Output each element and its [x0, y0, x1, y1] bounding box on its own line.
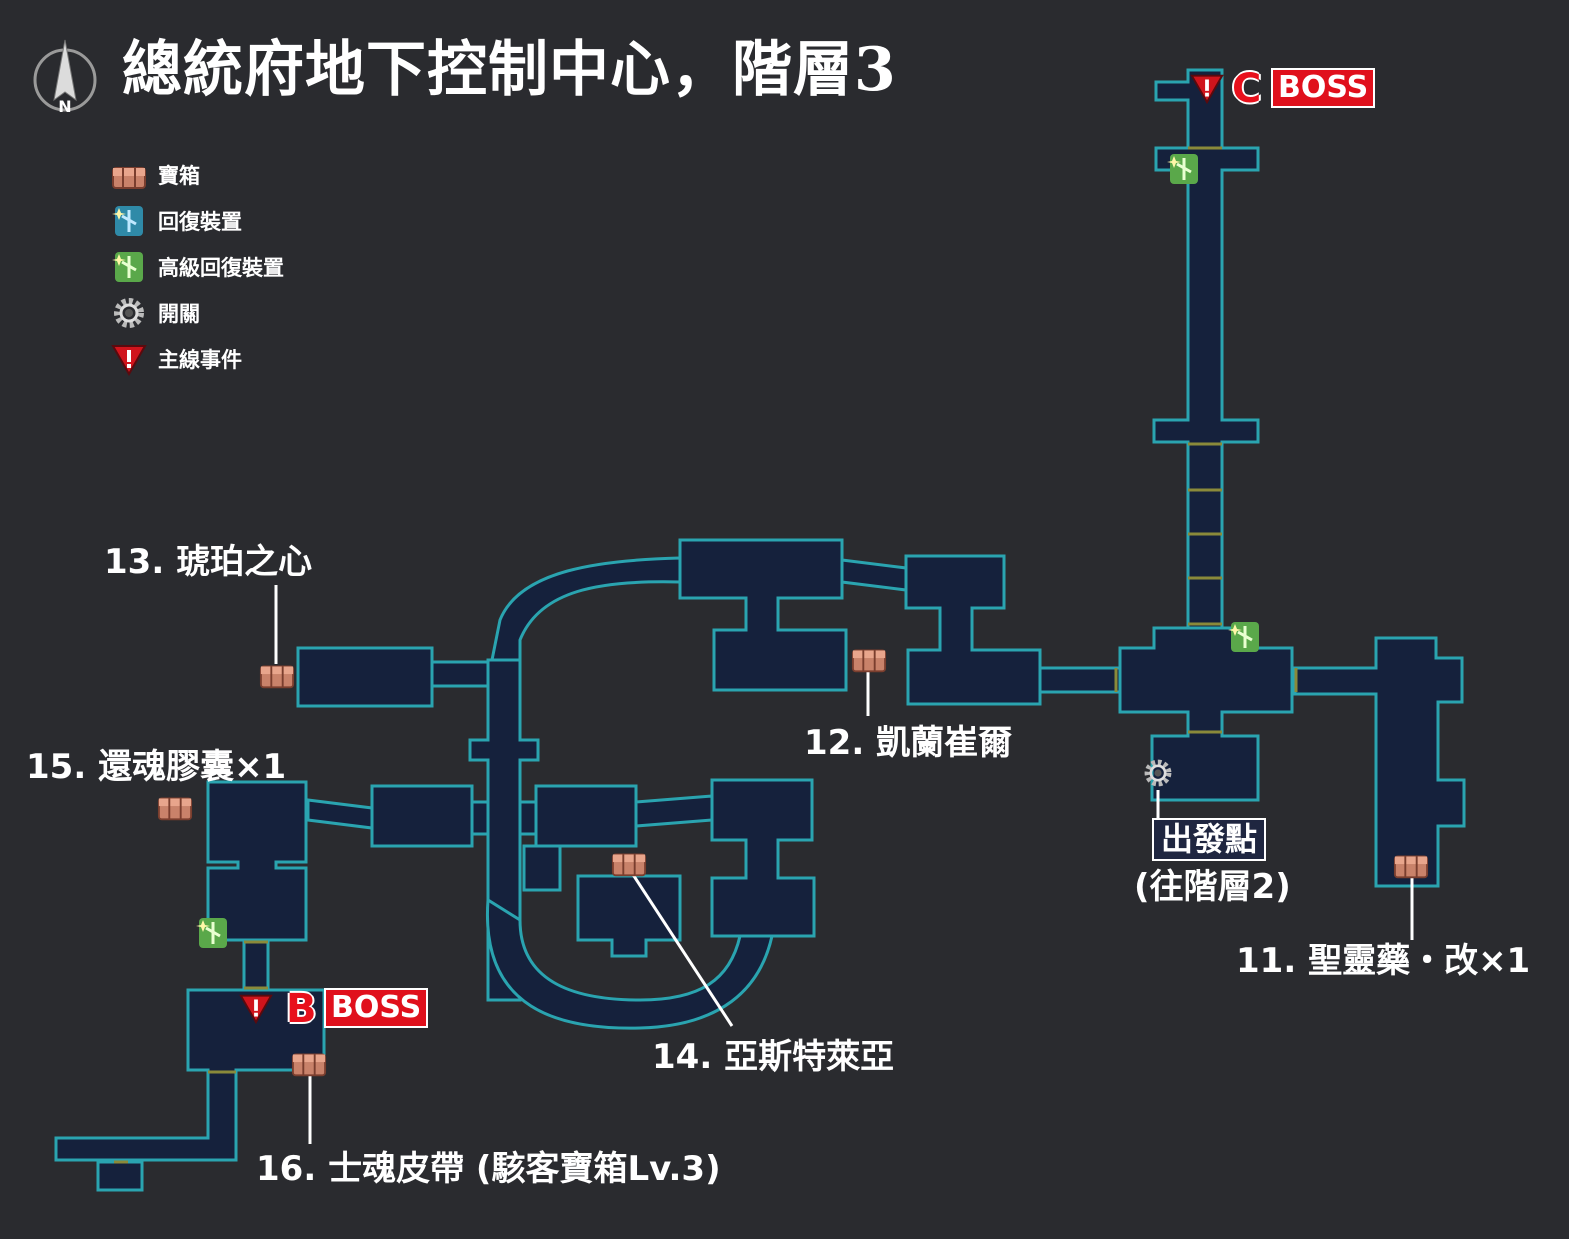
map-room — [206, 780, 308, 942]
item-14-label: 14. 亞斯特萊亞 — [652, 1037, 895, 1077]
advanced-heal-device-icon[interactable] — [1226, 618, 1264, 656]
item-12-label: 12. 凱蘭崔爾 — [804, 723, 1013, 763]
chest-icon — [112, 167, 146, 189]
chest-icon[interactable] — [611, 848, 647, 878]
compass-letter: N — [58, 97, 71, 116]
page-title: 總統府地下控制中心，階層3 — [122, 35, 897, 105]
map-room — [904, 554, 1042, 706]
story-event-icon[interactable] — [238, 990, 274, 1026]
item-13-label: 13. 琥珀之心 — [104, 542, 313, 582]
legend-story: 主線事件 — [110, 336, 284, 382]
map-room — [522, 844, 562, 892]
compass-icon: N — [33, 39, 97, 116]
map-room — [710, 778, 816, 938]
map-room — [1118, 626, 1294, 802]
advanced-heal-device-icon — [112, 252, 143, 282]
legend-chest-label: 寶箱 — [158, 164, 200, 188]
map-corridor — [634, 794, 714, 828]
map-corridor — [306, 798, 374, 830]
legend-heal-plus: 高級回復裝置 — [110, 244, 284, 290]
heal-device-icon — [112, 206, 143, 236]
map-corridor — [518, 800, 538, 836]
map-corridor — [242, 938, 270, 992]
item-11-label: 11. 聖靈藥・改×1 — [1236, 941, 1531, 981]
switch-gear-icon[interactable] — [1141, 756, 1175, 790]
map-corridor — [1038, 666, 1122, 694]
item-15-label: 15. 還魂膠囊×1 — [26, 747, 287, 787]
map-corridor — [485, 897, 774, 1030]
boss-b-letter: B — [286, 986, 317, 1032]
legend-heal-label: 回復裝置 — [158, 210, 242, 234]
boss-b-badge: BOSS — [324, 988, 429, 1028]
boss-c-letter: C — [1232, 66, 1262, 112]
map-room — [54, 988, 326, 1162]
start-point-note: (往階層2) — [1134, 867, 1291, 907]
advanced-heal-device-icon[interactable] — [1165, 150, 1203, 188]
map-room — [534, 784, 638, 848]
chest-icon[interactable] — [291, 1048, 327, 1078]
map-room — [576, 874, 682, 958]
story-event-icon[interactable] — [1189, 70, 1225, 106]
map-room — [96, 1160, 144, 1192]
legend-switch-label: 開關 — [158, 302, 200, 326]
map-corridor — [470, 800, 490, 836]
advanced-heal-device-icon[interactable] — [194, 914, 232, 952]
legend: 寶箱 回復裝置 高級回復裝置 開關 主線事件 — [110, 152, 284, 382]
boss-c-badge: BOSS — [1271, 68, 1376, 108]
map-corridor — [468, 658, 540, 1002]
legend-heal-plus-label: 高級回復裝置 — [158, 256, 284, 280]
legend-chest: 寶箱 — [110, 152, 284, 198]
item-16-label: 16. 士魂皮帶 (駭客寶箱Lv.3) — [256, 1149, 721, 1189]
map-room — [678, 538, 848, 692]
legend-heal: 回復裝置 — [110, 198, 284, 244]
chest-icon[interactable] — [157, 792, 193, 822]
chest-icon[interactable] — [259, 660, 295, 690]
legend-story-label: 主線事件 — [158, 348, 242, 372]
chest-icon[interactable] — [851, 644, 887, 674]
map-corridor — [430, 660, 490, 688]
map-room — [370, 784, 474, 848]
map-room — [1293, 636, 1466, 888]
chest-icon[interactable] — [1393, 850, 1429, 880]
map-room — [296, 646, 434, 708]
switch-gear-icon — [114, 298, 144, 328]
story-event-icon — [111, 345, 147, 377]
legend-switch: 開關 — [110, 290, 284, 336]
map-corridor — [840, 558, 908, 592]
start-point-label: 出發點 — [1152, 818, 1267, 862]
